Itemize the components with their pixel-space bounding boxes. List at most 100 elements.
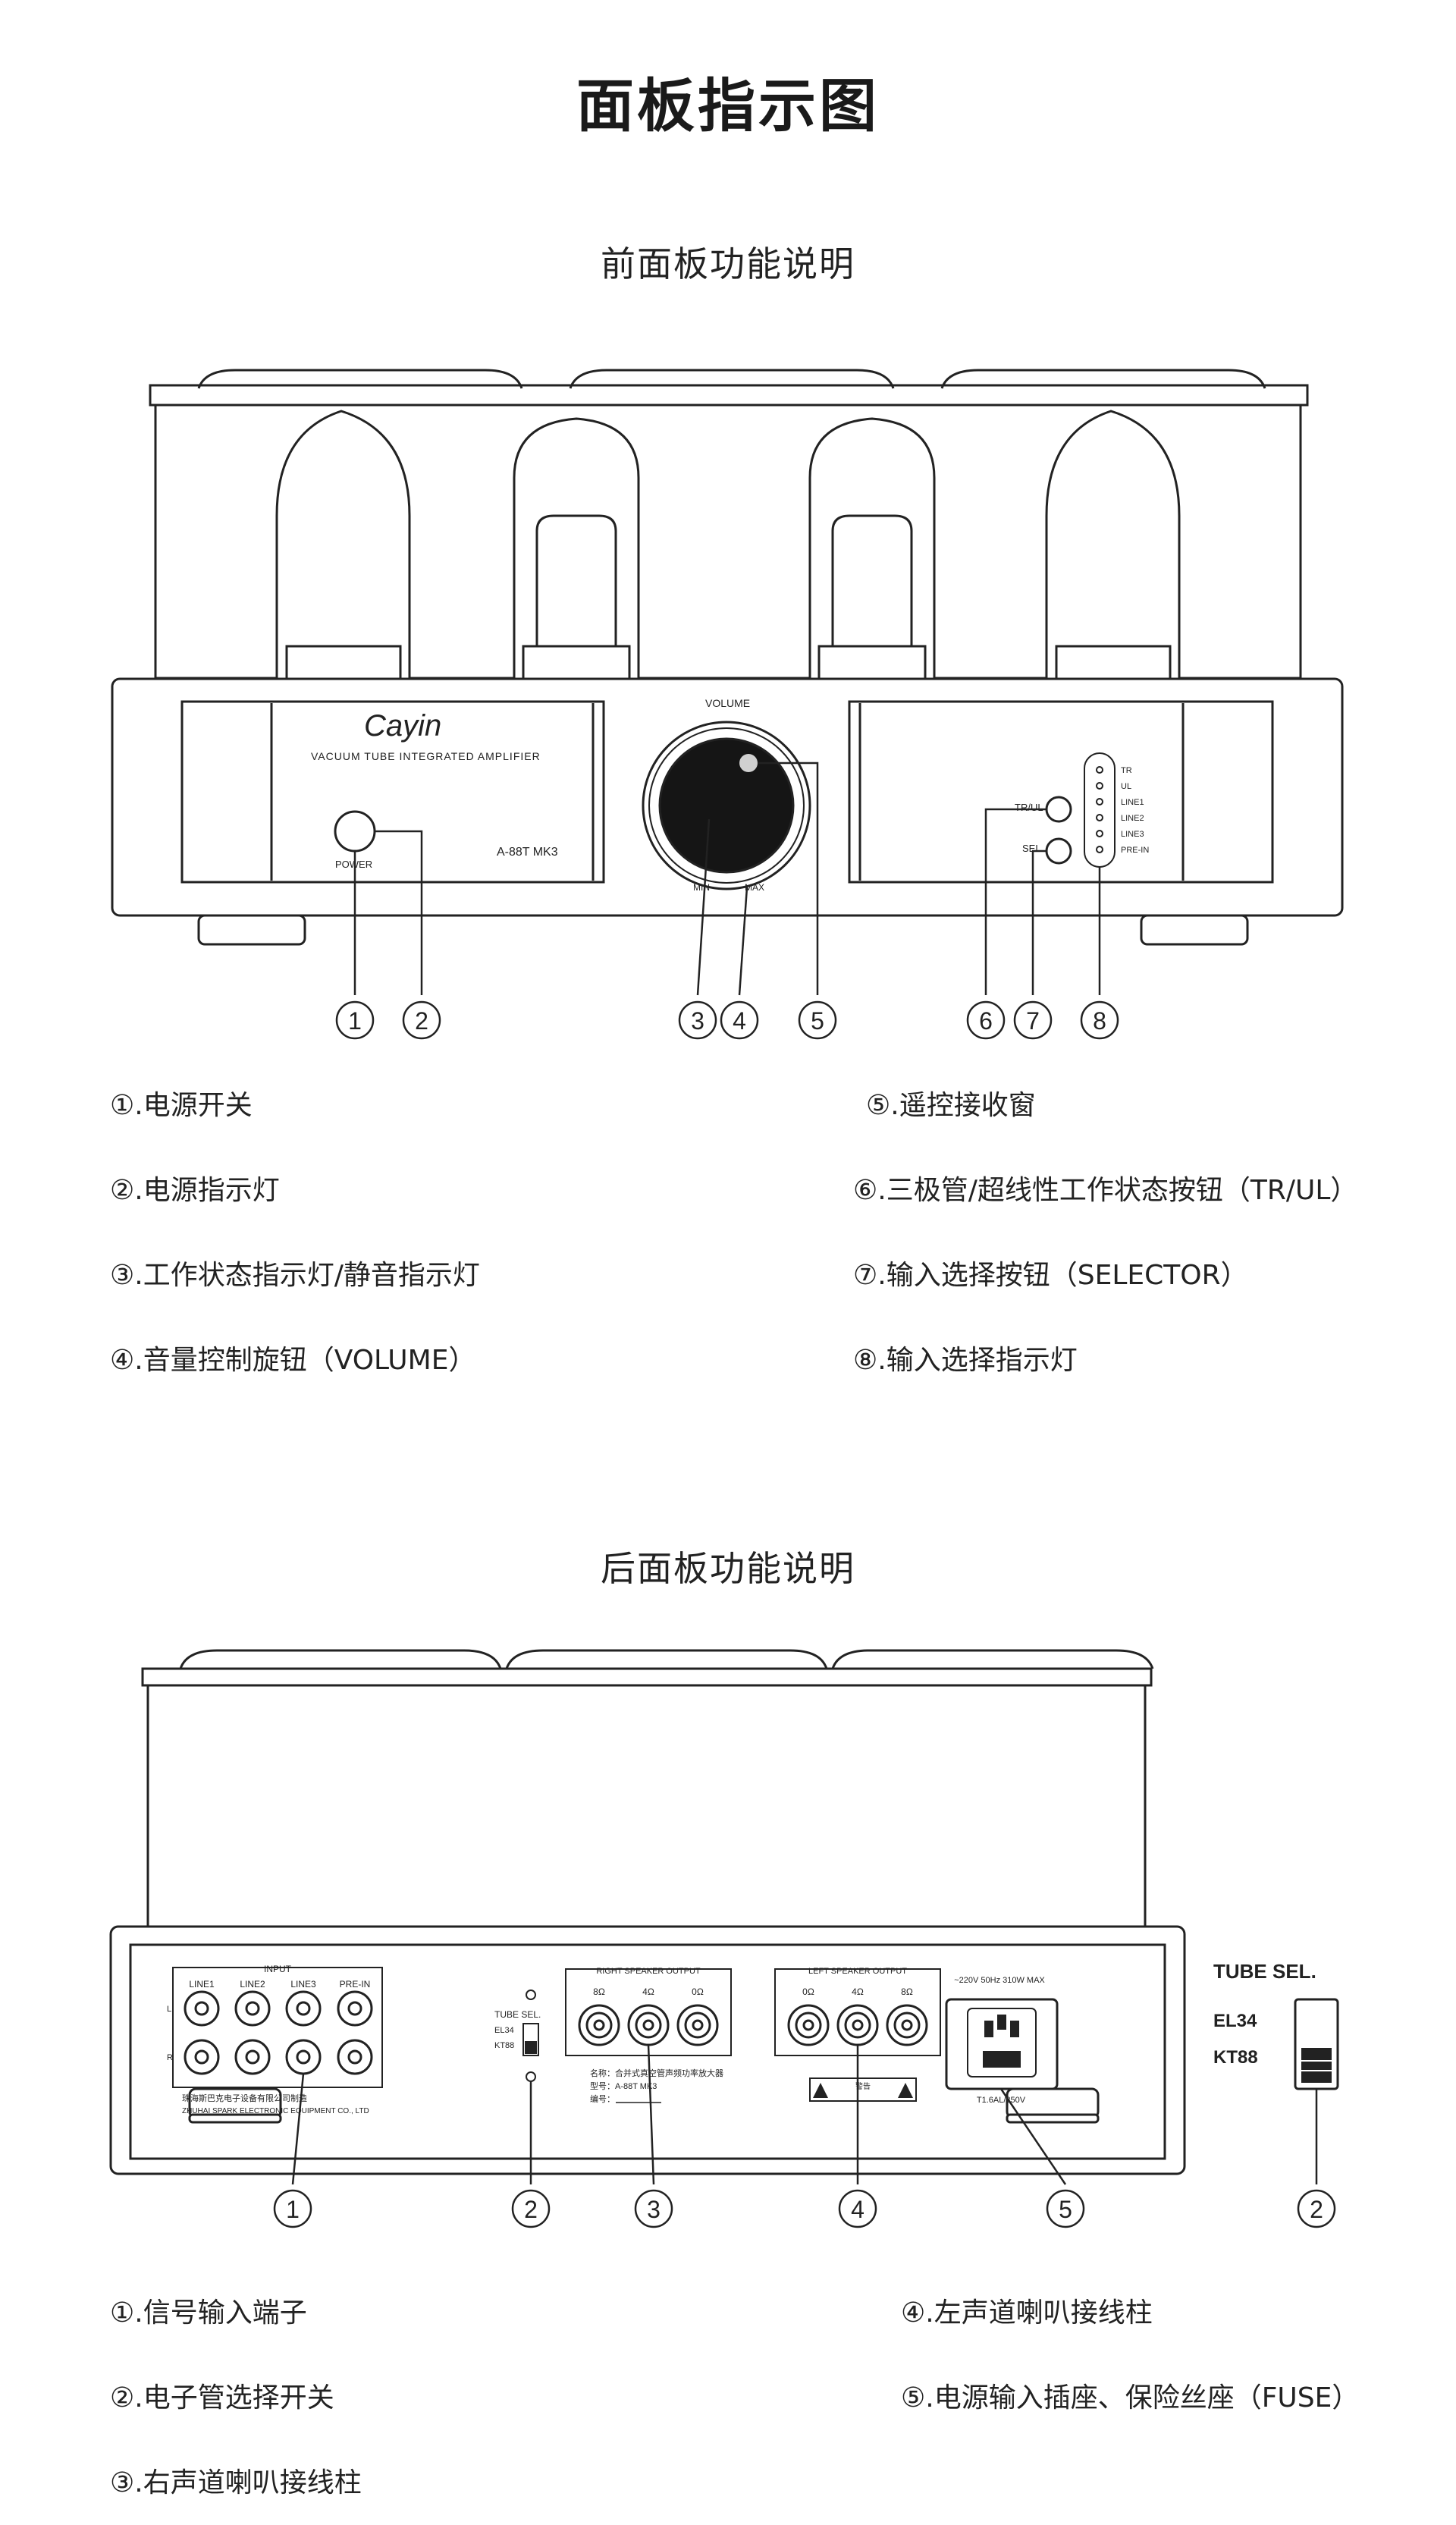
- callout-3: [678, 1000, 717, 1040]
- svg-text:8Ω: 8Ω: [593, 1986, 605, 1997]
- rear-legend-2: ②.电子管选择开关: [110, 2382, 334, 2414]
- callout-2-label: 2: [415, 1007, 428, 1035]
- front-legend-5: ⑤.遥控接收窗: [866, 1090, 1036, 1121]
- inset-tube-sel-title: TUBE SEL.: [1213, 1960, 1316, 1983]
- rear-callout-1: [273, 2189, 312, 2228]
- nameplate-name: 名称：合并式真空管声频功率放大器: [590, 2068, 723, 2078]
- power-label: POWER: [335, 859, 372, 870]
- right-output-label: RIGHT SPEAKER OUTPUT: [596, 1967, 701, 1976]
- warning-label: 警告: [809, 2077, 917, 2102]
- led-label-ul: UL: [1121, 782, 1131, 791]
- inset-el34-label: EL34: [1213, 2011, 1257, 2031]
- rear-callout-3: [634, 2189, 673, 2228]
- inset-kt88-label: KT88: [1213, 2047, 1258, 2068]
- rca-pre-in-r[interactable]: [337, 2039, 373, 2075]
- binding-post-right-4[interactable]: [627, 2004, 670, 2046]
- callout-3-label: 3: [691, 1007, 704, 1035]
- callout-4-label: 4: [733, 1007, 746, 1035]
- svg-text:0Ω: 0Ω: [802, 1986, 814, 1997]
- front-legend-3: ③.工作状态指示灯/静音指示灯: [110, 1260, 480, 1291]
- callout-2: [402, 1000, 441, 1040]
- rca-line1-l[interactable]: [184, 1990, 220, 2027]
- maker-label: 珠海斯巴克电子设备有限公司制造: [182, 2093, 307, 2103]
- rear-legend-3: ③.右声道喇叭接线柱: [110, 2467, 362, 2498]
- led-label-pre-in: PRE-IN: [1121, 846, 1149, 855]
- callout-4: [720, 1000, 759, 1040]
- volume-knob[interactable]: [658, 737, 795, 874]
- volume-label: VOLUME: [705, 697, 750, 709]
- max-label: MAX: [745, 882, 764, 893]
- rear-legend-5: ⑤.电源输入插座、保险丝座（FUSE）: [901, 2382, 1360, 2414]
- tube-sel-label: TUBE SEL.: [494, 2009, 541, 2020]
- rear-callout-4-label: 4: [851, 2196, 864, 2223]
- tube-4: [1045, 410, 1181, 681]
- kt88-label: KT88: [494, 2041, 514, 2050]
- front-legend-8: ⑧.输入选择指示灯: [853, 1345, 1078, 1376]
- rear-legend-4: ④.左声道喇叭接线柱: [901, 2297, 1153, 2329]
- input-section: [172, 1967, 383, 2088]
- maker-en-label: ZHUHAI SPARK ELECTRONIC EQUIPMENT CO., L…: [182, 2107, 369, 2115]
- input-pre-in-label: PRE-IN: [340, 1979, 371, 1990]
- led-label-line2: LINE2: [1121, 814, 1144, 823]
- input-line1-label: LINE1: [189, 1979, 215, 1990]
- page-title: 面板指示图: [576, 72, 880, 140]
- rca-line3-r[interactable]: [285, 2039, 322, 2075]
- rca-line1-r[interactable]: [184, 2039, 220, 2075]
- brand-logo: Cayin: [364, 709, 441, 743]
- rear-callout-2: [511, 2189, 551, 2228]
- led-line1: [1096, 798, 1103, 806]
- binding-post-left-0[interactable]: [787, 2004, 830, 2046]
- input-label: INPUT: [264, 1964, 292, 1974]
- model-label: A-88T MK3: [497, 846, 558, 859]
- led-tr: [1096, 766, 1103, 774]
- front-legend-7: ⑦.输入选择按钮（SELECTOR）: [853, 1260, 1248, 1291]
- led-pre-in: [1096, 846, 1103, 853]
- binding-post-right-0[interactable]: [676, 2004, 719, 2046]
- ac-inlet-fuse[interactable]: [945, 1998, 1059, 2090]
- callout-1: [335, 1000, 375, 1040]
- callout-8-label: 8: [1093, 1007, 1106, 1035]
- rear-callout-1-label: 1: [286, 2196, 300, 2223]
- callout-7: [1013, 1000, 1053, 1040]
- rear-callout-4: [838, 2189, 877, 2228]
- inset-tube-switch[interactable]: [1294, 1998, 1339, 2090]
- rear-panel-heading: 后面板功能说明: [601, 1548, 855, 1589]
- rca-pre-in-l[interactable]: [337, 1990, 373, 2027]
- binding-post-left-8[interactable]: [886, 2004, 928, 2046]
- front-legend-1: ①.电源开关: [110, 1090, 253, 1121]
- power-button[interactable]: [334, 810, 376, 853]
- input-line3-label: LINE3: [290, 1979, 316, 1990]
- remote-receiver-window: [739, 754, 758, 772]
- rear-callout-2b-label: 2: [1310, 2196, 1323, 2223]
- nameplate-serial: 编号：: [590, 2093, 615, 2104]
- front-legend-4: ④.音量控制旋钮（VOLUME）: [110, 1345, 476, 1376]
- rca-line2-l[interactable]: [234, 1990, 271, 2027]
- left-channel-label: L: [167, 2005, 171, 2014]
- power-spec-label: ~220V 50Hz 310W MAX: [954, 1976, 1045, 1985]
- left-output-label: LEFT SPEAKER OUTPUT: [808, 1967, 907, 1976]
- front-panel-diagram: Cayin VACUUM TUBE INTEGRATED AMPLIFIER A…: [111, 369, 1344, 1040]
- selector-button[interactable]: [1045, 837, 1072, 865]
- callout-1-label: 1: [348, 1007, 362, 1035]
- right-channel-label: R: [167, 2053, 173, 2062]
- callout-6: [966, 1000, 1006, 1040]
- tube-1: [275, 410, 411, 681]
- fuse-label: T1.6AL/250V: [977, 2096, 1026, 2105]
- callout-6-label: 6: [979, 1007, 993, 1035]
- led-label-tr: TR: [1121, 766, 1132, 775]
- callout-8: [1080, 1000, 1119, 1040]
- tube-3: [808, 417, 936, 681]
- binding-post-left-4[interactable]: [836, 2004, 879, 2046]
- svg-text:8Ω: 8Ω: [901, 1986, 913, 1997]
- led-ul: [1096, 782, 1103, 790]
- rear-callout-3-label: 3: [647, 2196, 661, 2223]
- rca-line2-r[interactable]: [234, 2039, 271, 2075]
- callout-5: [798, 1000, 837, 1040]
- rca-line3-l[interactable]: [285, 1990, 322, 2027]
- input-led-column: [1096, 766, 1103, 853]
- front-legend-6: ⑥.三极管/超线性工作状态按钮（TR/UL）: [853, 1175, 1358, 1206]
- binding-post-right-8[interactable]: [578, 2004, 620, 2046]
- rear-legend-1: ①.信号输入端子: [110, 2297, 307, 2329]
- warning-text: 警告: [855, 2081, 871, 2091]
- tr-ul-button[interactable]: [1045, 796, 1072, 823]
